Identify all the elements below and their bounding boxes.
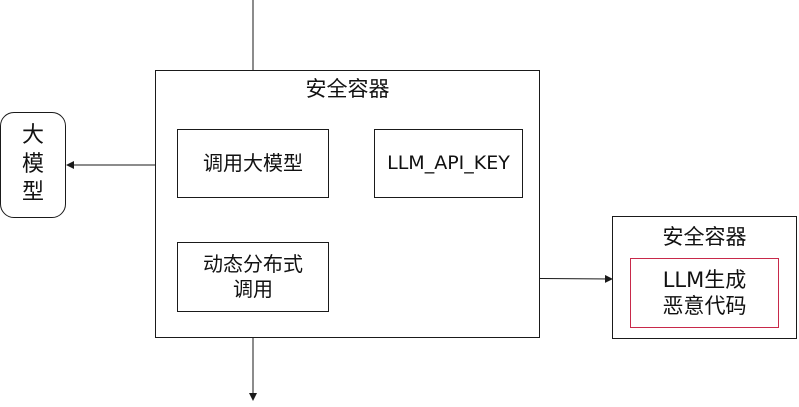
malicious-code-node-label: LLM生成 恶意代码 (662, 267, 747, 318)
malicious-code-node (630, 258, 779, 328)
call-llm-node (177, 129, 329, 198)
api-key-node (374, 129, 523, 198)
call-llm-node-label: 调用大模型 (203, 151, 303, 175)
api-key-node-label: LLM_API_KEY (387, 151, 510, 174)
dynamic-call-node (177, 242, 329, 312)
llm-node-label: 大 模 型 (21, 123, 44, 206)
llm-node (0, 112, 66, 218)
dynamic-call-node-label: 动态分布式 调用 (203, 252, 303, 301)
secure-container-main-title: 安全容器 (305, 76, 390, 101)
secure-container-side-title: 安全容器 (662, 224, 747, 249)
